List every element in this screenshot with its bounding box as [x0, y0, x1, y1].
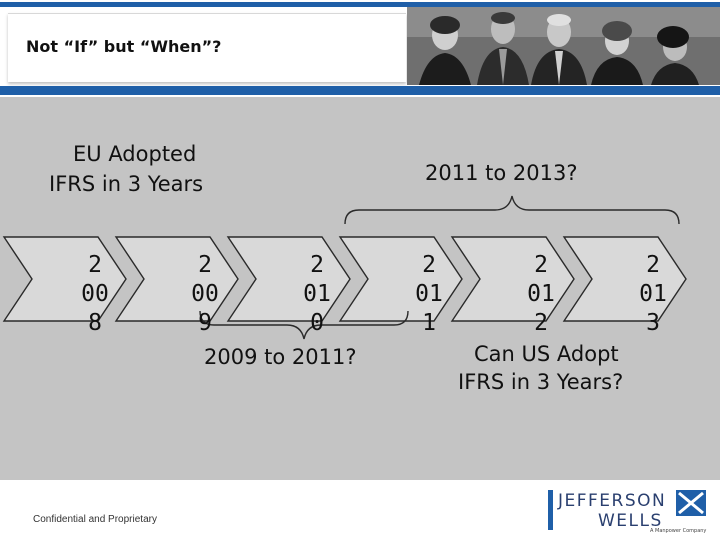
year-2008-part3: 8	[88, 310, 102, 336]
slide-title: Not “If” but “When”?	[26, 37, 222, 56]
logo-graphic: JEFFERSON WELLS A Manpower Company	[548, 490, 706, 534]
year-2011-part3: 1	[422, 310, 436, 336]
chevron-2012	[450, 236, 575, 322]
slide-footer	[0, 480, 720, 540]
team-photo	[407, 7, 720, 85]
title-box	[8, 13, 406, 82]
year-2008-part1: 2	[88, 252, 102, 278]
logo-tagline: A Manpower Company	[650, 528, 706, 534]
header-bottom-rule	[0, 86, 720, 95]
lower-brace	[199, 310, 409, 340]
us-question-line2: IFRS in 3 Years?	[458, 370, 624, 394]
chevron-2009	[114, 236, 239, 322]
chevron-2011	[338, 236, 463, 322]
year-2009-part2: 00	[191, 281, 219, 307]
timeline-panel	[0, 97, 720, 480]
range-upper-label: 2011 to 2013?	[425, 161, 578, 185]
eu-note-line1: EU Adopted	[73, 142, 197, 166]
chevron-2013	[562, 236, 687, 322]
jefferson-wells-logo: JEFFERSON WELLS A Manpower Company	[548, 488, 710, 534]
team-photo-image	[407, 7, 720, 85]
year-2012-part1: 2	[534, 252, 548, 278]
year-2012-part3: 2	[534, 310, 548, 336]
year-2013-part3: 3	[646, 310, 660, 336]
year-2011-part1: 2	[422, 252, 436, 278]
chevron-2008	[2, 236, 127, 322]
upper-brace	[344, 195, 680, 225]
year-2012-part2: 01	[527, 281, 555, 307]
year-2009: 2 00 9	[180, 251, 230, 338]
year-2009-part1: 2	[198, 252, 212, 278]
slide-header	[0, 0, 720, 96]
confidentiality-note: Confidential and Proprietary	[33, 514, 157, 525]
year-2010-part1: 2	[310, 252, 324, 278]
year-2010-part3: 0	[310, 310, 324, 336]
logo-mark-icon	[676, 490, 706, 516]
logo-line1: JEFFERSON	[557, 491, 666, 511]
year-2008: 2 00 8	[70, 251, 120, 338]
chevron-2010	[226, 236, 351, 322]
year-2013-part1: 2	[646, 252, 660, 278]
logo-line2: WELLS	[598, 511, 663, 531]
us-question-line1: Can US Adopt	[474, 342, 619, 366]
year-2010: 2 01 0	[292, 251, 342, 338]
timeline-graphic	[2, 195, 687, 340]
year-2010-part2: 01	[303, 281, 331, 307]
range-lower-label: 2009 to 2011?	[204, 345, 357, 369]
header-top-rule	[0, 2, 720, 7]
year-2011: 2 01 1	[404, 251, 454, 338]
year-2013-part2: 01	[639, 281, 667, 307]
year-2013: 2 01 3	[628, 251, 678, 338]
year-2011-part2: 01	[415, 281, 443, 307]
year-2008-part2: 00	[81, 281, 109, 307]
year-2009-part3: 9	[198, 310, 212, 336]
year-2012: 2 01 2	[516, 251, 566, 338]
eu-note-line2: IFRS in 3 Years	[49, 172, 204, 196]
